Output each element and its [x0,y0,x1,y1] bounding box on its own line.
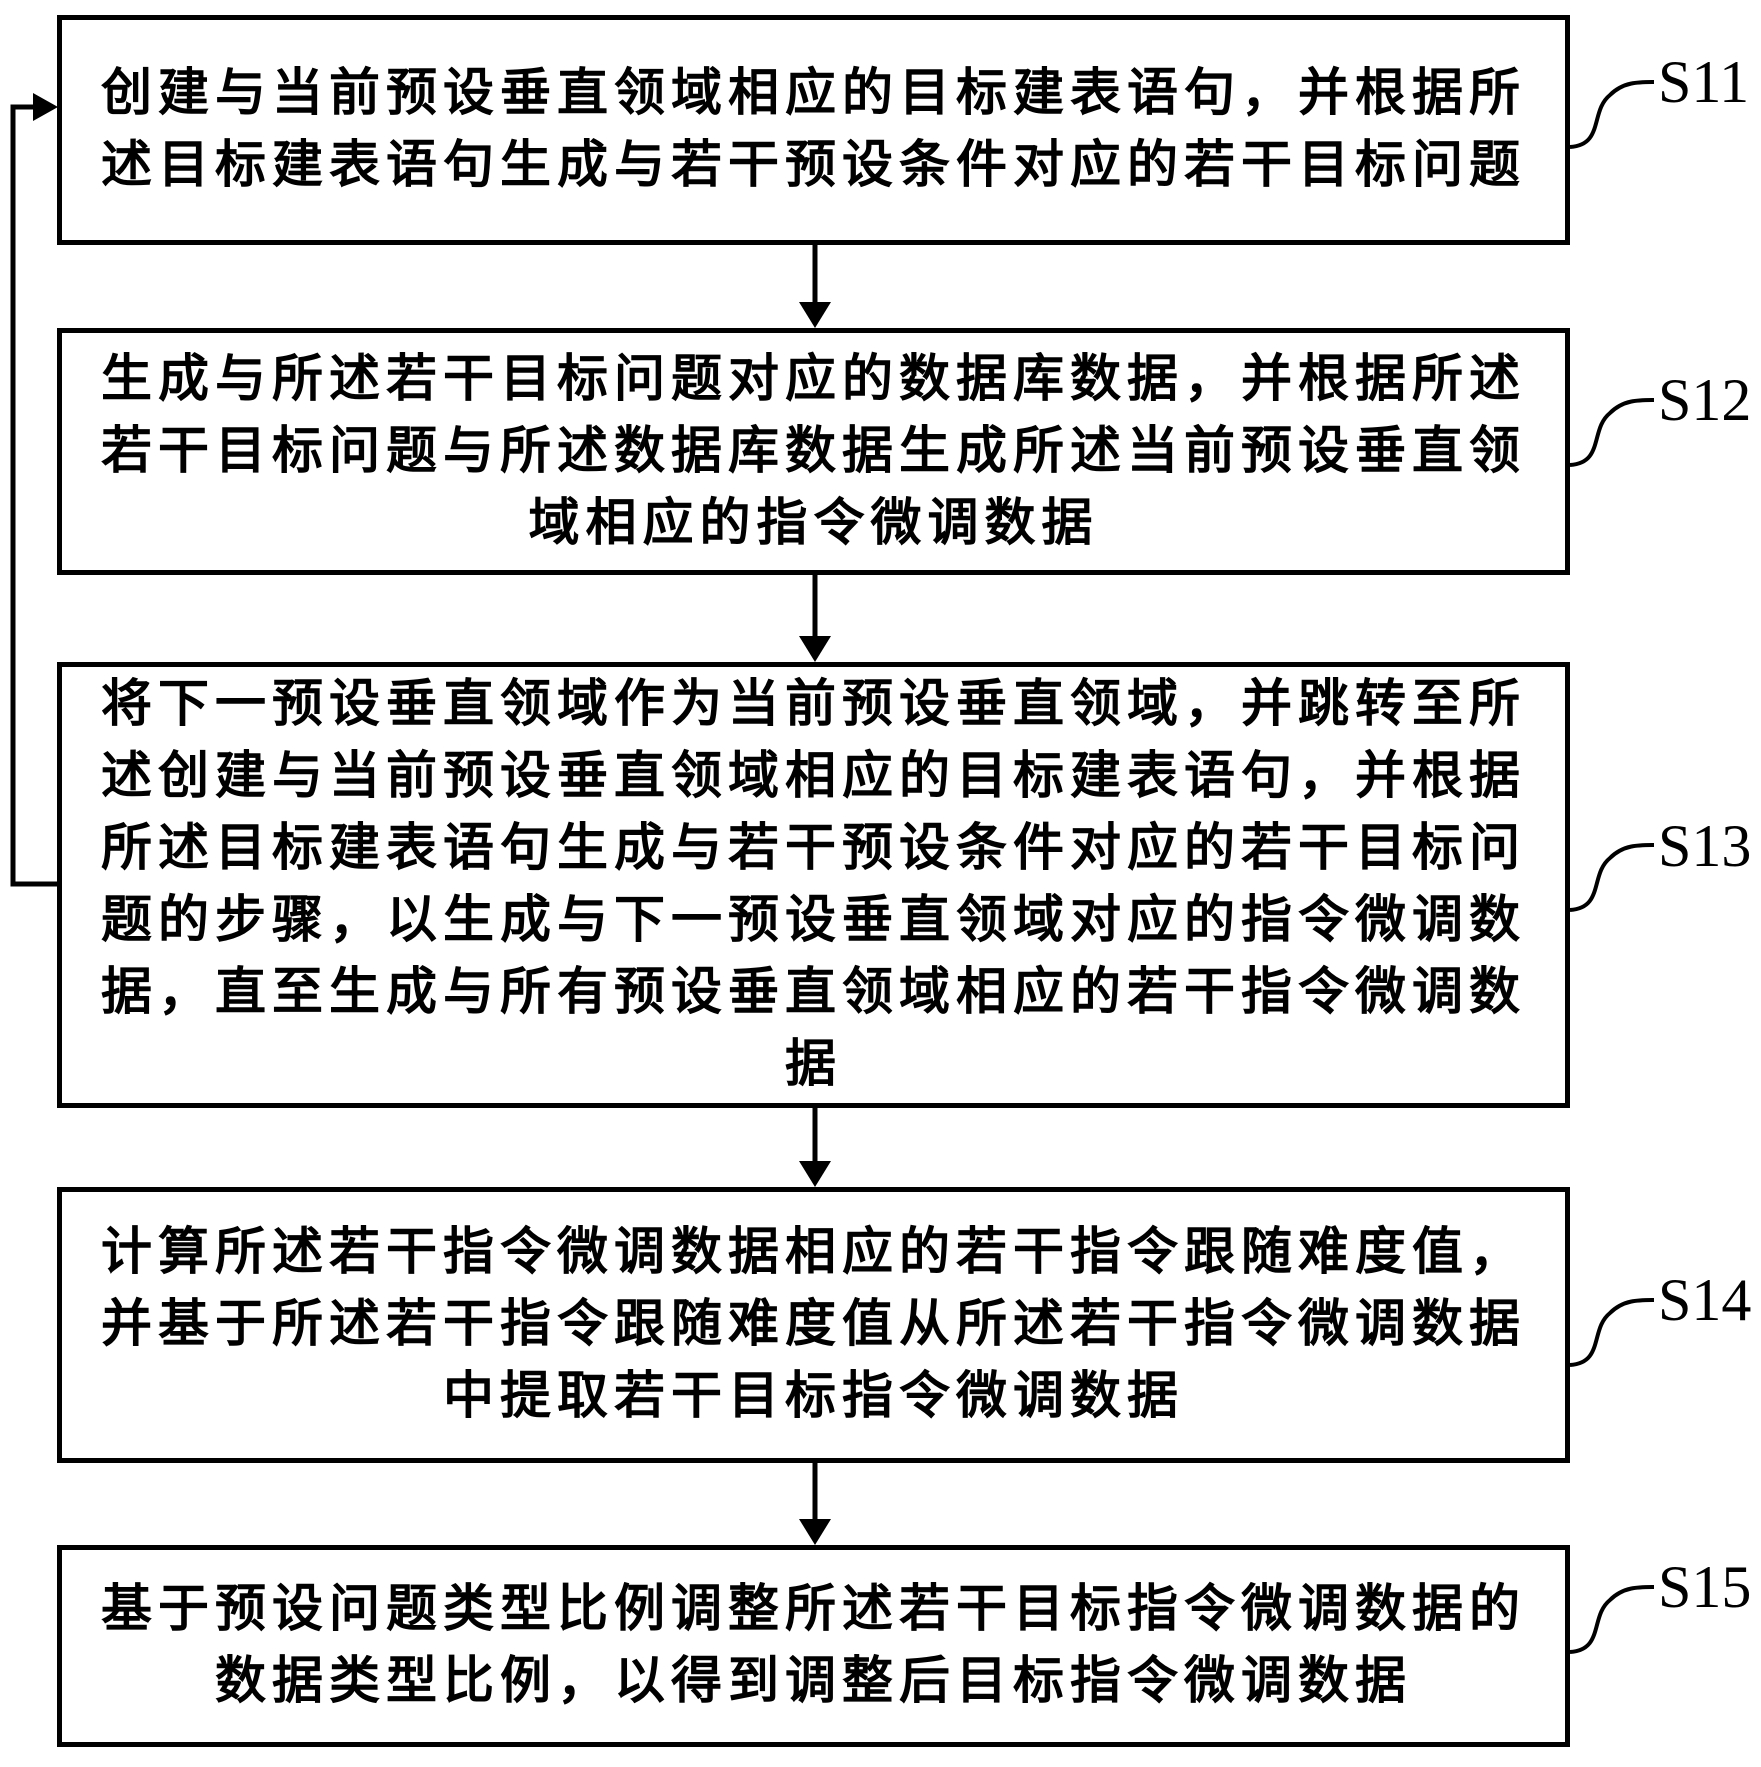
label-connector-s14 [1569,1298,1655,1367]
step-text-s12: 生成与所述若干目标问题对应的数据库数据，并根据所述 若干目标问题与所述数据库数据… [100,351,1526,552]
step-box-s14: 计算所述若干指令微调数据相应的若干指令跟随难度值， 并基于所述若干指令跟随难度值… [57,1187,1570,1463]
flow-arrow-1 [799,245,831,328]
step-label-s11: S11 [1658,49,1750,115]
step-text-s13: 将下一预设垂直领域作为当前预设垂直领域，并跳转至所 述创建与当前预设垂直领域相应… [100,677,1526,1093]
step-label-s13: S13 [1658,813,1752,879]
label-connector-s13 [1569,843,1655,912]
label-connector-s12 [1569,398,1655,467]
step-text-s11: 创建与当前预设垂直领域相应的目标建表语句，并根据所 述目标建表语句生成与若干预设… [100,66,1526,194]
step-box-s12: 生成与所述若干目标问题对应的数据库数据，并根据所述 若干目标问题与所述数据库数据… [57,328,1570,575]
step-text-s15: 基于预设问题类型比例调整所述若干目标指令微调数据的 数据类型比例，以得到调整后目… [100,1582,1526,1710]
flow-arrow-3 [799,1108,831,1187]
step-label-s12: S12 [1658,367,1752,433]
label-connector-s15 [1569,1585,1655,1654]
step-box-s13: 将下一预设垂直领域作为当前预设垂直领域，并跳转至所 述创建与当前预设垂直领域相应… [57,662,1570,1108]
step-box-s15: 基于预设问题类型比例调整所述若干目标指令微调数据的 数据类型比例，以得到调整后目… [57,1545,1570,1747]
step-label-s14: S14 [1658,1267,1752,1333]
label-connector-s11 [1569,80,1655,149]
loopback-line [10,104,57,887]
loopback-arrowhead [33,93,58,121]
flow-arrow-4 [799,1463,831,1545]
step-label-s15: S15 [1658,1554,1752,1620]
flow-arrow-2 [799,575,831,662]
step-box-s11: 创建与当前预设垂直领域相应的目标建表语句，并根据所 述目标建表语句生成与若干预设… [57,15,1570,245]
step-text-s14: 计算所述若干指令微调数据相应的若干指令跟随难度值， 并基于所述若干指令跟随难度值… [100,1225,1526,1425]
